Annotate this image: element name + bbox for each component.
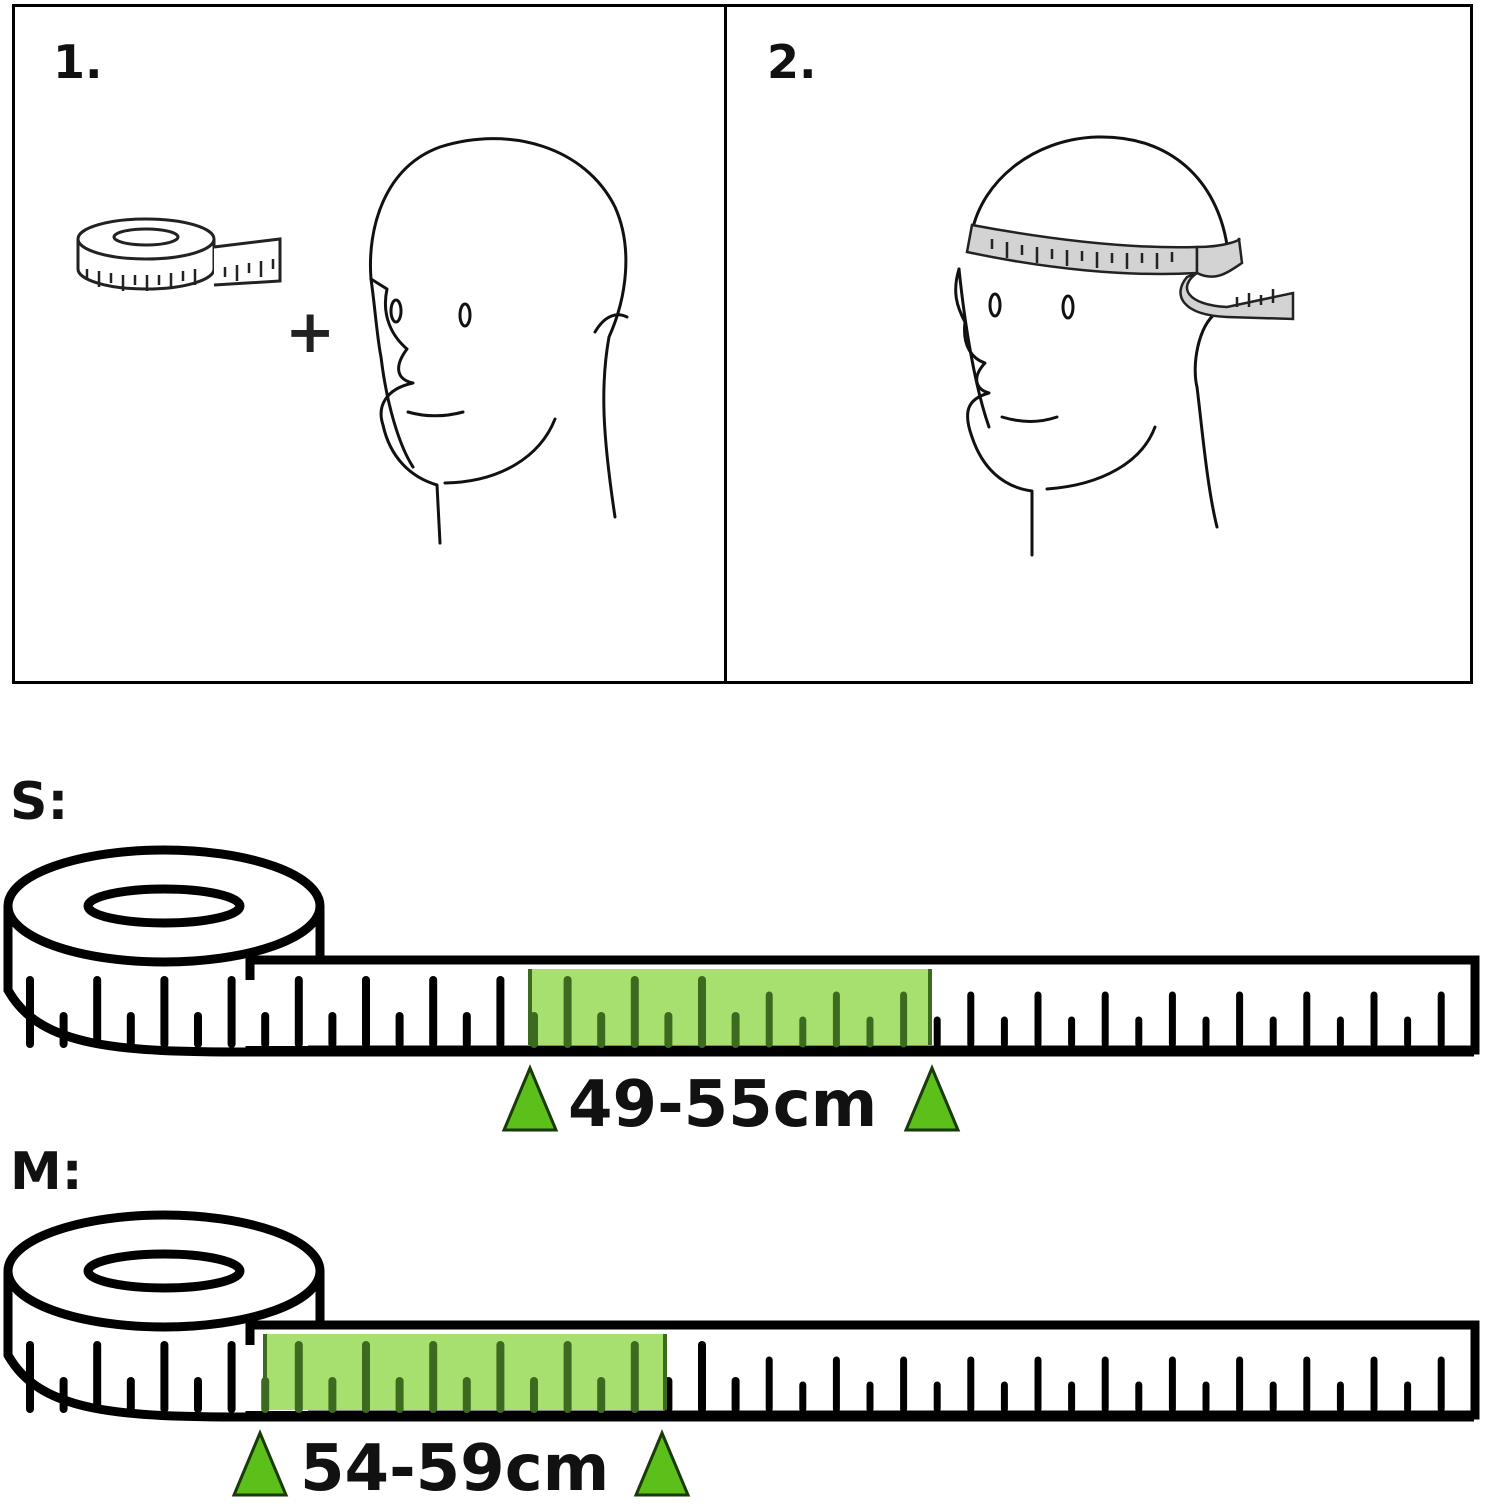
range-start-marker-icon — [501, 1064, 559, 1132]
size-m-label: M: — [10, 1142, 83, 1202]
size-m-range: 54-59cm — [300, 1432, 610, 1506]
size-s-label: S: — [10, 772, 69, 832]
tape-bottom-edge — [3, 1271, 1474, 1422]
measuring-tape-band — [965, 223, 1295, 321]
tape-roll-hole — [83, 1249, 245, 1293]
step-1-illustration: + — [76, 137, 629, 545]
size-s-range: 49-55cm — [568, 1068, 878, 1142]
step-2-illustration — [954, 135, 1295, 557]
range-start-marker-icon — [231, 1429, 289, 1497]
size-s-tape — [3, 845, 1480, 1132]
size-m-tape — [3, 1210, 1480, 1497]
size-range-highlight — [530, 969, 930, 1045]
step-1-number: 1. — [53, 35, 103, 89]
tape-roll-hole — [83, 884, 245, 928]
head-with-tape-icon — [954, 135, 1229, 557]
head-icon — [368, 137, 629, 545]
range-end-marker-icon — [633, 1429, 691, 1497]
step-1-panel: 1. + — [12, 4, 728, 684]
tape-bottom-edge — [3, 906, 1474, 1057]
plus-sign: + — [285, 297, 335, 367]
step-2-number: 2. — [767, 35, 817, 89]
range-end-marker-icon — [903, 1064, 961, 1132]
tape-roll-icon — [76, 217, 282, 291]
step-2-panel: 2. — [724, 4, 1473, 684]
